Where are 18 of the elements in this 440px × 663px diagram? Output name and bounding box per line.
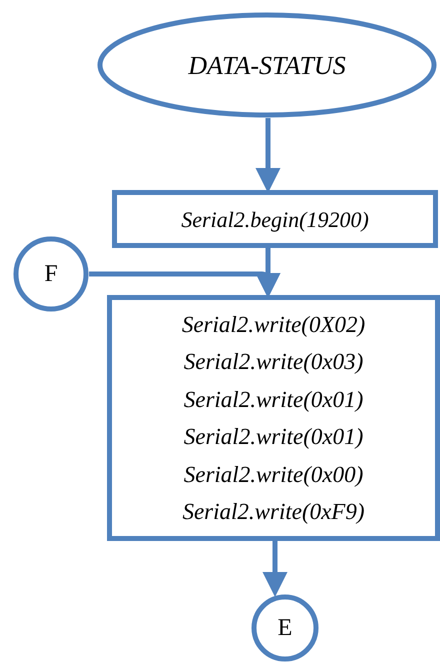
node-text: Serial2.write(0x00) [184,460,364,489]
node-text: Serial2.write(0x01) [184,386,364,414]
process-box [107,295,440,541]
node-text: DATA-STATUS [188,50,346,82]
node-text: E [278,614,292,643]
terminator-ellipse [97,12,437,118]
connector-circle [251,594,319,662]
node-text: Serial2.write(0x01) [184,423,364,451]
arrow [262,541,288,597]
process-box [112,190,438,248]
node-text: Serial2.write(0xF9) [182,498,365,526]
arrow [256,118,280,193]
arrow [89,272,280,298]
node-text: F [44,260,58,289]
node-text: Serial2.begin(19200) [181,206,369,234]
node-text: Serial2.write(0X02) [182,310,366,339]
connector-circle [13,236,89,312]
node-text: Serial2.write(0x03) [184,348,364,376]
